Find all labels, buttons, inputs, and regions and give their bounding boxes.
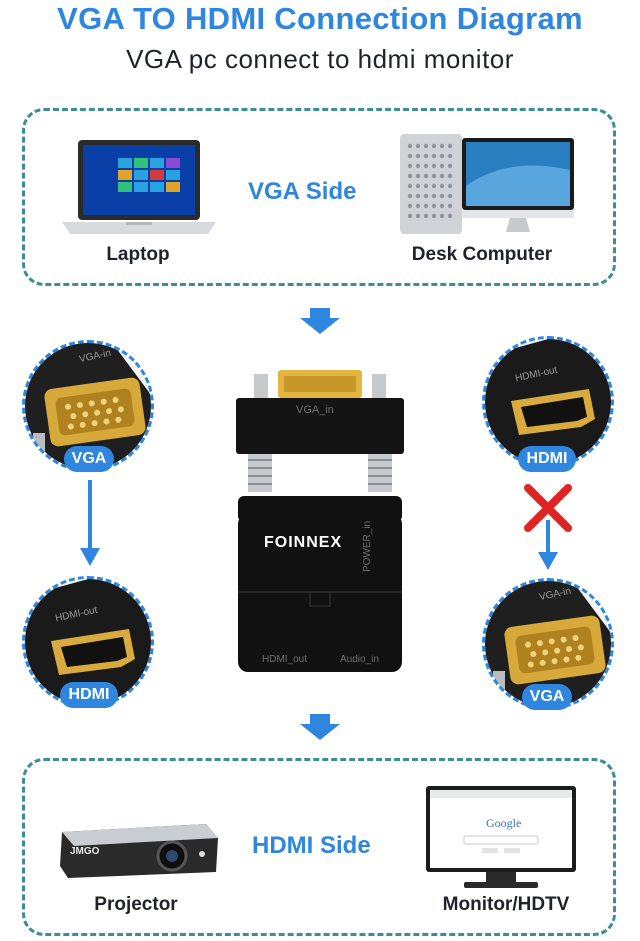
adapter-port-vga-in: VGA_in bbox=[296, 404, 334, 416]
down-arrow-icon bbox=[538, 520, 558, 570]
hdmi-badge-right: HDMI bbox=[518, 446, 576, 472]
laptop-image bbox=[62, 140, 216, 234]
page-subtitle: VGA pc connect to hdmi monitor bbox=[126, 44, 514, 74]
hdmi-side-label: HDMI Side bbox=[252, 832, 371, 859]
adapter-port-power-in: POWER_in bbox=[362, 520, 373, 572]
vga-badge-right: VGA bbox=[522, 684, 572, 710]
adapter-port-audio-in: Audio_in bbox=[340, 654, 379, 665]
hdmi-badge-left: HDMI bbox=[60, 682, 118, 708]
projector-brand: JMGO bbox=[70, 846, 100, 857]
adapter-port-hdmi-out: HDMI_out bbox=[262, 654, 308, 665]
monitor-screen-text: Google bbox=[486, 816, 522, 830]
laptop-label: Laptop bbox=[106, 244, 170, 265]
projector-label: Projector bbox=[94, 894, 178, 915]
down-arrow-icon bbox=[300, 714, 340, 740]
down-arrow-icon bbox=[80, 480, 100, 566]
vga-side-label: VGA Side bbox=[248, 178, 357, 205]
desk-computer-label: Desk Computer bbox=[411, 244, 553, 265]
projector-image bbox=[60, 824, 218, 878]
vga-badge-left: VGA bbox=[64, 446, 114, 472]
cross-icon bbox=[524, 484, 572, 532]
page-title: VGA TO HDMI Connection Diagram bbox=[57, 1, 583, 36]
monitor-label: Monitor/HDTV bbox=[442, 894, 570, 915]
vga-hdmi-adapter-image bbox=[236, 370, 404, 672]
hdmi-connector-image bbox=[485, 339, 611, 465]
hdmi-side-box bbox=[22, 758, 616, 936]
adapter-brand: FOINNEX bbox=[264, 534, 343, 551]
vga-side-box bbox=[22, 108, 616, 286]
down-arrow-icon bbox=[300, 308, 340, 334]
vga-cable-circle-left: VGA-in bbox=[22, 340, 154, 472]
desk-computer-image bbox=[400, 134, 574, 234]
vga-connector-image bbox=[25, 343, 151, 469]
monitor-image bbox=[426, 786, 576, 888]
